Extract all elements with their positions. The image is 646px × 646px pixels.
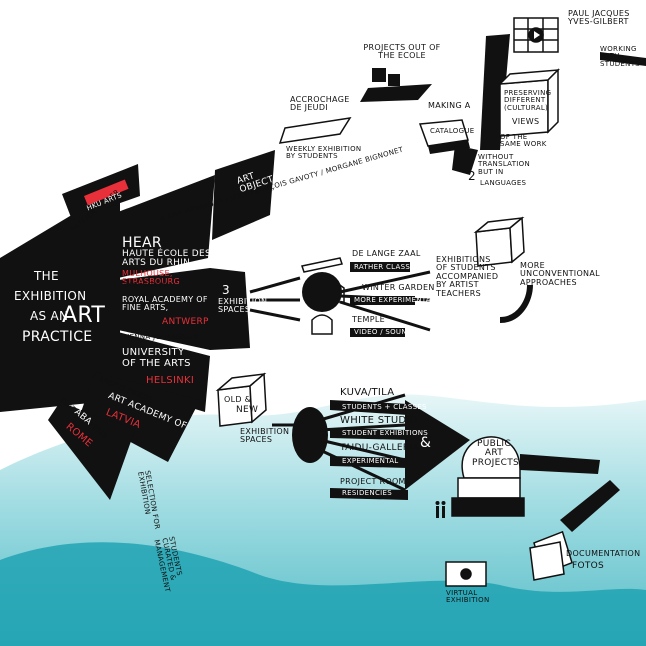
- preserving-label: Preserving different (cultural): [504, 89, 552, 112]
- views-label: Views: [512, 117, 540, 126]
- accrochage-label: Accrochage de Jeudi: [290, 95, 350, 113]
- video-grid: [513, 17, 559, 53]
- fotos-label: Fotos: [572, 561, 605, 571]
- public-art-label: Public Art Projects: [472, 439, 519, 468]
- making-label: Making a: [428, 101, 471, 110]
- helsinki-school: University of the Arts: [122, 347, 191, 369]
- languages-label: Languages: [480, 179, 527, 187]
- helsinki-space-4-tag: Residencies: [342, 489, 392, 497]
- projects-label: Projects out of the Ecole: [363, 43, 441, 61]
- hear-name: HEAR: [122, 235, 162, 251]
- working-label: Working with students: [600, 45, 641, 68]
- main-title-line1: The: [34, 269, 59, 283]
- catalogue-label: Catalogue: [430, 127, 475, 135]
- antwerp-hub: [302, 272, 342, 312]
- helsinki-person: Henna Johansson: [124, 333, 199, 341]
- antwerp-space-1-tag: Rather classical: [354, 263, 427, 271]
- three-spaces-num: 3: [222, 283, 230, 297]
- translation-label: Without translation but in: [478, 153, 531, 176]
- antwerp-city: Antwerp: [162, 317, 209, 327]
- antwerp-space-3-name: Temple: [352, 315, 385, 324]
- antwerp-space-bars: [350, 262, 415, 337]
- antwerp-person: Bob Bovyn: [124, 281, 169, 289]
- new-cube: [215, 372, 267, 427]
- antwerp-space-3-tag: Video / Sound: [354, 328, 413, 336]
- same-work-label: of the same work: [500, 133, 547, 149]
- weekly-label: Weekly exhibition by students: [286, 145, 362, 161]
- public-art-strokes: [520, 454, 620, 532]
- catalogue-book: [418, 119, 470, 154]
- virtual-screen: [445, 561, 487, 587]
- cube-old-label: Old &: [224, 395, 252, 404]
- sequence-tag: [84, 179, 129, 206]
- virtual-label: Virtual exhibition: [446, 589, 490, 605]
- helsinki-space-3-tag: Experimental: [342, 457, 399, 465]
- two-label: 2: [468, 169, 476, 183]
- helsinki-city: Helsinki: [146, 375, 195, 386]
- cube-new-label: New: [236, 405, 259, 415]
- helsinki-hub: [292, 407, 328, 463]
- unconventional-arrow: [499, 284, 533, 323]
- unconventional-note: More unconventional approaches: [520, 261, 600, 287]
- sculpture-cube: [473, 216, 525, 267]
- antwerp-space-2-tag: More experimental: [354, 296, 436, 304]
- helsinki-space-3-name: Taidu-Galleria: [340, 443, 419, 453]
- fan-shapes: [0, 150, 275, 500]
- helsinki-space-bars: [330, 400, 408, 500]
- documentation-label: Documentation: [566, 549, 641, 558]
- ampersand-triangle: [405, 400, 470, 490]
- people-figures: [435, 501, 446, 518]
- helsinki-space-2-name: White Studio: [340, 415, 418, 426]
- hear-city: Mulhouse, Strasbourg: [122, 269, 181, 287]
- main-title-line5: Practice: [22, 329, 93, 345]
- public-art-dome: [451, 436, 525, 517]
- weekly-platform: [278, 117, 352, 144]
- helsinki-space-1-tag: Students + classes: [342, 403, 427, 411]
- helsinki-space-4-name: Project room: [340, 477, 406, 486]
- helsinki-space-2-tag: Student exhibitions: [342, 429, 429, 437]
- main-title-line3: as an: [30, 309, 69, 323]
- new-spaces-label: Exhibition spaces: [240, 427, 290, 445]
- hear-full: Haute école des arts du Rhin: [122, 249, 212, 269]
- watercolor-wash-deep: [0, 542, 646, 646]
- documentation-photos: [529, 530, 573, 581]
- projects-boxes: [360, 68, 432, 102]
- preserving-cube: [498, 68, 560, 137]
- antwerp-space-1-name: De Lange Zaal: [352, 249, 421, 258]
- antwerp-space-2-name: Winter garden: [362, 283, 435, 292]
- antwerp-school: Royal Academy of Fine Arts,: [122, 295, 208, 313]
- main-title-line4: Art: [62, 303, 106, 328]
- ampersand: &: [420, 435, 432, 451]
- paul-label: Paul Jacques Yves-Gilbert: [568, 9, 630, 27]
- three-spaces-label: Exhibition spaces: [218, 297, 268, 315]
- main-title-line2: Exhibition: [14, 289, 87, 303]
- helsinki-space-1-name: Kuva/Tila: [340, 387, 395, 398]
- students-note: Exhibitions of students accompanied by a…: [436, 255, 499, 298]
